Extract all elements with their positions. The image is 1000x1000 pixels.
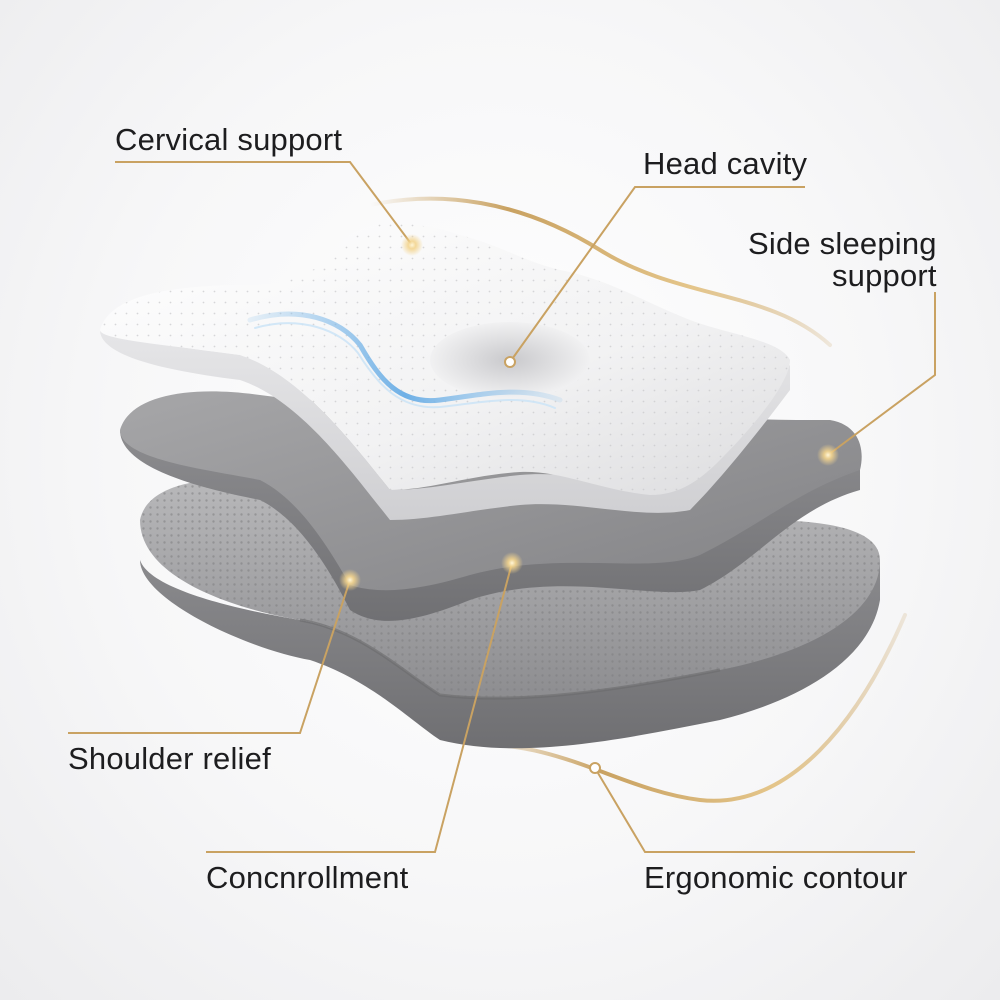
anchor-dots [339, 234, 839, 774]
leader-lines [68, 161, 936, 853]
label-shoulder-relief: Shoulder relief [68, 741, 271, 776]
glow-dot-ergo [589, 762, 601, 774]
label-concnrollment: Concnrollment [206, 860, 409, 895]
leader-shoulder [68, 579, 351, 734]
label-head-cavity: Head cavity [643, 146, 808, 181]
leader-side [827, 292, 936, 456]
glow-dot-cervical [401, 234, 423, 256]
glow-dot-head [504, 356, 516, 368]
glow-dot-shoulder [339, 569, 361, 591]
label-side-sleeping-support: Side sleeping support [748, 228, 937, 292]
leader-ergo [594, 767, 915, 853]
gold-swirl-top [368, 196, 832, 347]
top-layer [100, 223, 790, 520]
leader-cervical [115, 161, 413, 246]
leader-head [509, 186, 805, 363]
label-side-line2: support [831, 258, 937, 293]
blue-wave [247, 311, 563, 404]
glow-dot-side [817, 444, 839, 466]
glow-dot-concn [501, 552, 523, 574]
gold-swirl-bottom [468, 613, 907, 803]
label-side-line1: Side sleeping [748, 226, 937, 261]
label-ergonomic-contour: Ergonomic contour [644, 860, 908, 895]
label-cervical-support: Cervical support [115, 122, 343, 157]
leader-concn [206, 562, 513, 853]
